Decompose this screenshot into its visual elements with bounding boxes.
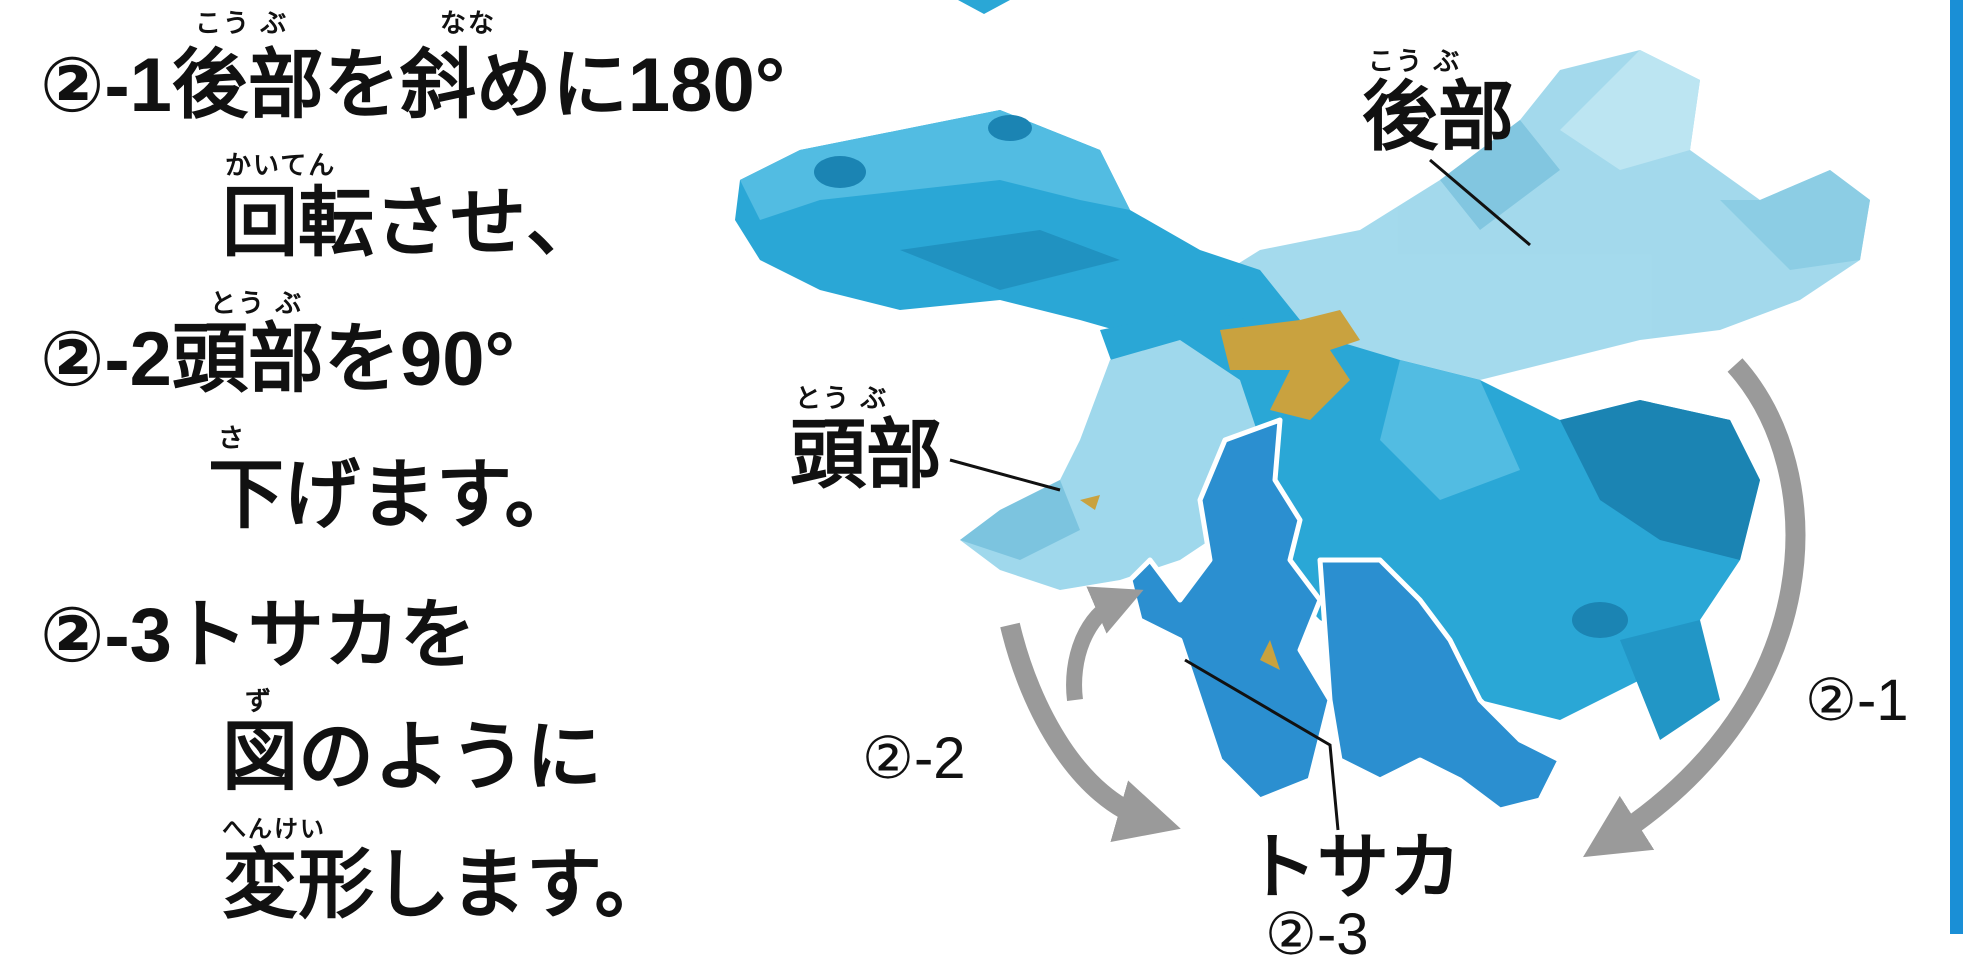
page-edge-bar: [1950, 0, 1963, 934]
crest-part: [1127, 417, 1563, 813]
body-main: [735, 110, 1760, 740]
label-head: 頭部: [790, 413, 942, 498]
ruby-label-head: とう ぶ: [795, 383, 889, 413]
top-arrow-tip: [958, 0, 1010, 14]
lower-arrow-head: [1000, 622, 1181, 842]
ruby-figure-reading: ず: [245, 686, 274, 716]
ruby-transform-reading: へんけい: [222, 816, 326, 843]
ruby-diagonal-reading: なな: [440, 8, 497, 38]
rotate-arrow-rear: [1583, 358, 1806, 858]
leader-rear: [1429, 158, 1531, 247]
step-label-lower-head: ②-2: [862, 726, 966, 791]
crest-flip-arrow: [1066, 586, 1144, 701]
step-2-instruction: ②-2頭部を90°: [40, 317, 515, 402]
step-3-instruction-end: 変形します。: [222, 843, 671, 928]
label-crest: トサカ: [1245, 828, 1462, 908]
step-2-instruction-cont: 下げます。: [208, 453, 581, 538]
gold-core: [1220, 310, 1360, 420]
step-1-instruction: ②-1後部を斜めに180°: [40, 43, 786, 128]
step-3-instruction-cont: 図のように: [222, 715, 602, 800]
label-crest-step: ②-3: [1265, 902, 1369, 967]
transformation-figure: [735, 0, 1870, 858]
label-rear: 後部: [1362, 75, 1514, 160]
ruby-head-reading: とう ぶ: [210, 288, 304, 318]
ruby-label-rear: こう ぶ: [1368, 46, 1462, 76]
ruby-lower-reading: さ: [218, 423, 247, 453]
leader-crest: [1184, 658, 1340, 831]
ruby-rotate-reading: かいてん: [225, 150, 337, 180]
head-part: [960, 340, 1260, 590]
step-label-rotate-rear: ②-1: [1805, 668, 1909, 733]
step-1-instruction-cont: 回転させ、: [222, 181, 602, 266]
ruby-rear-reading: こう ぶ: [195, 8, 289, 38]
leader-head: [949, 458, 1061, 492]
step-3-instruction: ②-3トサカを: [40, 593, 476, 678]
